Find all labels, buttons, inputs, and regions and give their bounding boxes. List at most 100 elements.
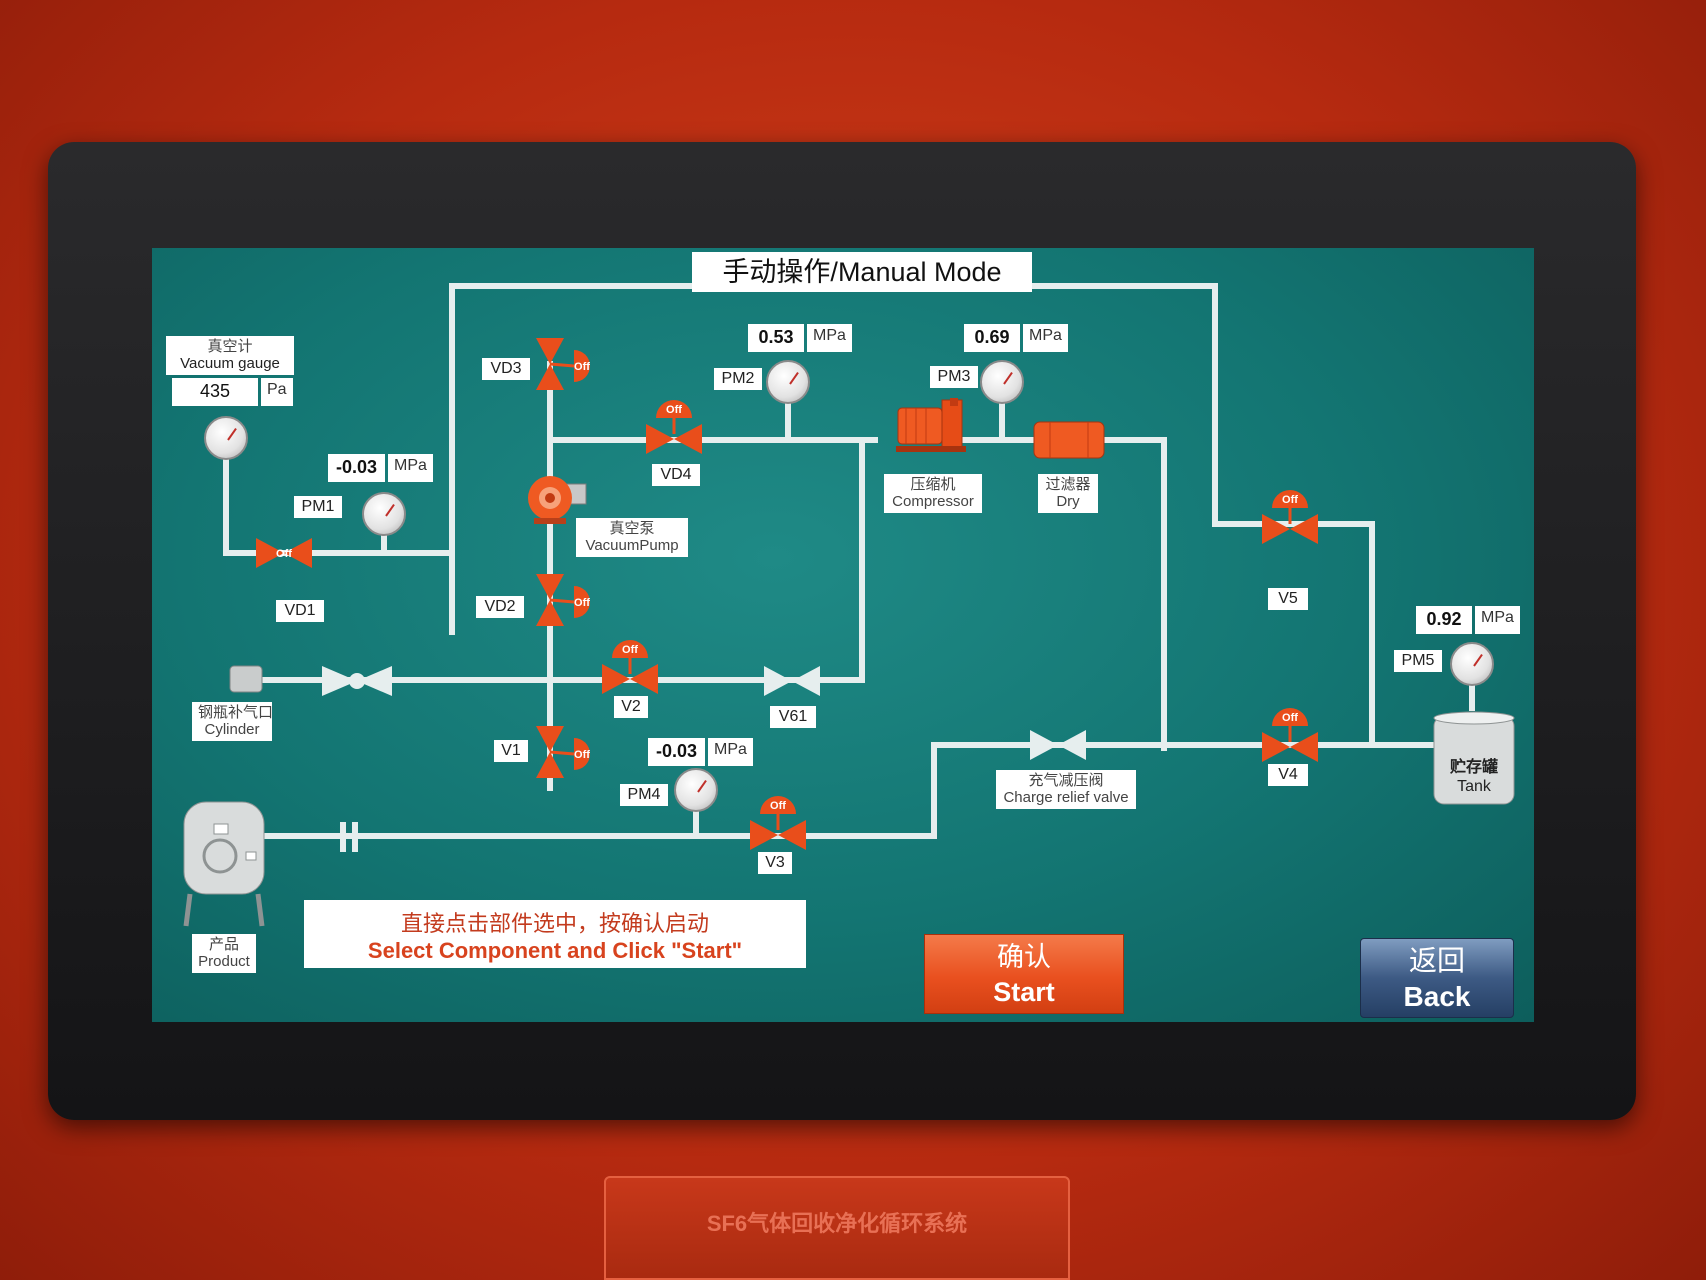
charge-relief-valve-label: 充气减压阀 Charge relief valve [996,770,1136,809]
pm5-readout: 0.92 MPa [1416,606,1520,634]
svg-text:Off: Off [1282,712,1298,724]
pm4-value: -0.03 [648,738,706,766]
valve-v4-label: V4 [1268,764,1308,787]
svg-text:Off: Off [1282,494,1298,506]
vacuum-gauge-readout: 435 Pa [172,378,293,406]
pm2-value: 0.53 [748,324,804,352]
tank-label-en: Tank [1457,778,1491,796]
vacuum-pump-label-cn: 真空泵 [609,520,655,537]
instruction-text-cn: 直接点击部件选中，按确认启动 [400,912,709,937]
pm5-label: PM5 [1394,650,1442,673]
pm3-gauge-icon[interactable] [980,360,1024,404]
valve-vd2-label: VD2 [476,596,524,619]
dryer-label: 过滤器 Dry [1038,474,1098,513]
pm2-gauge-icon[interactable] [766,360,810,404]
pipe-coupling-icon [340,822,358,852]
valve-vd3-label: VD3 [482,358,530,381]
pm4-gauge-icon[interactable] [674,768,718,812]
compressor-label-cn: 压缩机 [910,476,956,493]
pm5-gauge-icon[interactable] [1450,642,1494,686]
cylinder-label-en: Cylinder [204,721,260,739]
cylinder-label-cn: 钢瓶补气口 [198,704,274,721]
pm1-readout: -0.03 MPa [328,454,433,482]
vacuum-gauge-value: 435 [172,378,258,406]
valve-v4-icon[interactable]: Off [1262,704,1318,762]
pm1-label: PM1 [294,496,342,519]
valve-v3-icon[interactable]: Off [750,792,806,850]
svg-text:Off: Off [666,404,682,416]
charge-relief-label-en: Charge relief valve [1003,789,1129,807]
cylinder-icon[interactable] [228,664,264,694]
svg-text:Off: Off [622,644,638,656]
vacuum-pump-label: 真空泵 VacuumPump [576,518,688,557]
product-label-cn: 产品 [208,936,239,953]
hmi-screen: 手动操作/Manual Mode 真空计 Vacuum gauge 435 Pa… [152,248,1534,1022]
vacuum-gauge-label-cn: 真空计 [207,338,253,355]
valve-v2-icon[interactable]: Off [602,636,658,694]
pm3-readout: 0.69 MPa [964,324,1068,352]
pm2-readout: 0.53 MPa [748,324,852,352]
dryer-label-cn: 过滤器 [1045,476,1091,493]
product-label-en: Product [198,953,250,971]
pm3-label: PM3 [930,366,978,389]
pm4-label: PM4 [620,784,668,807]
product-label: 产品 Product [192,934,256,973]
pm1-value: -0.03 [328,454,386,482]
tank-label: 贮存罐 Tank [1440,758,1508,796]
pm1-gauge-icon[interactable] [362,492,406,536]
vacuum-gauge-icon[interactable] [204,416,248,460]
back-button[interactable]: 返回 Back [1360,938,1514,1018]
cylinder-label: 钢瓶补气口 Cylinder [192,702,274,741]
valve-vd1-label: VD1 [276,600,324,623]
pm2-unit: MPa [807,324,852,352]
tank-icon[interactable] [1430,710,1518,810]
dryer-icon[interactable] [1032,418,1106,462]
valve-v61-label: V61 [770,706,816,729]
equipment-nameplate: SF6气体回收净化循环系统 [604,1176,1070,1280]
pm5-unit: MPa [1475,606,1520,634]
valve-vd4-icon[interactable]: Off [646,396,702,454]
valve-v2-label: V2 [614,696,648,719]
vacuum-pump-label-en: VacuumPump [585,537,679,555]
pm2-label: PM2 [714,368,762,391]
compressor-icon[interactable] [896,398,970,454]
vacuum-gauge-label-en: Vacuum gauge [180,355,280,373]
valve-v5-icon[interactable]: Off [1262,486,1318,544]
instruction-box: 直接点击部件选中，按确认启动 Select Component and Clic… [304,900,806,968]
valve-v3-label: V3 [758,852,792,875]
nameplate-text: SF6气体回收净化循环系统 [706,1211,968,1236]
valve-v1-icon[interactable]: Off [534,726,600,778]
start-button-label-en: Start [993,977,1055,1007]
vacuum-gauge-label: 真空计 Vacuum gauge [166,336,294,375]
start-button[interactable]: 确认 Start [924,934,1124,1014]
valve-vd2-icon[interactable]: Off [534,574,600,626]
pm1-unit: MPa [388,454,433,482]
compressor-label-en: Compressor [892,493,974,511]
pm4-readout: -0.03 MPa [648,738,753,766]
svg-text:Off: Off [574,749,590,761]
back-button-label-cn: 返回 [1408,944,1465,977]
valve-vd3-icon[interactable]: Off [534,338,600,390]
pm3-unit: MPa [1023,324,1068,352]
charge-relief-valve-icon[interactable] [1030,730,1086,760]
charge-relief-label-cn: 充气减压阀 [1028,772,1104,789]
instruction-text-en: Select Component and Click "Start" [367,938,743,963]
dryer-label-en: Dry [1056,493,1080,511]
valve-vd4-label: VD4 [652,464,700,487]
start-button-label-cn: 确认 [997,942,1051,973]
compressor-label: 压缩机 Compressor [884,474,982,513]
vacuum-pump-icon[interactable] [524,470,590,526]
pm3-value: 0.69 [964,324,1020,352]
svg-text:Off: Off [574,597,590,609]
valve-v61-icon[interactable] [764,666,820,696]
svg-text:Off: Off [574,361,590,373]
back-button-label-en: Back [1403,981,1471,1012]
valve-vd1-icon[interactable]: Off [256,538,312,568]
svg-text:Off: Off [276,548,292,560]
pm5-value: 0.92 [1416,606,1472,634]
vacuum-gauge-unit: Pa [261,378,293,406]
svg-text:Off: Off [770,800,786,812]
cylinder-valve-icon[interactable] [322,666,392,696]
tank-label-cn: 贮存罐 [1449,759,1498,776]
product-vessel-icon[interactable] [178,794,270,928]
